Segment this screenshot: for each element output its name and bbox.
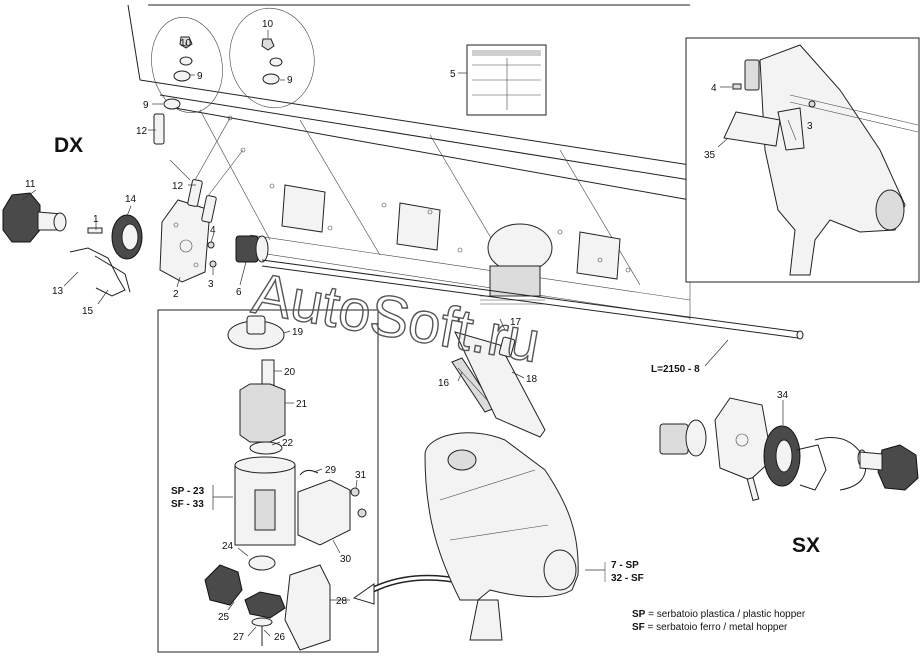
callout-9-left: 9 — [143, 100, 149, 111]
callout-9-right: 9 — [287, 75, 293, 86]
callout-12-upper: 12 — [136, 126, 148, 137]
legend-sp-key: SP — [632, 609, 646, 620]
gearbox-housing — [424, 432, 606, 641]
callout-18: 18 — [526, 374, 538, 385]
legend-sf-key: SF — [632, 622, 645, 633]
callout-3-inset: 3 — [807, 121, 813, 132]
callout-29: 29 — [325, 465, 337, 476]
dx-drive-parts — [2, 115, 269, 297]
callout-19: 19 — [292, 327, 304, 338]
sx-drive-parts — [659, 397, 919, 502]
callout-1: 1 — [93, 214, 99, 225]
legend-metal-hopper: SF = serbatoio ferro / metal hopper — [632, 622, 788, 633]
callout-10-left: 10 — [180, 38, 192, 49]
callout-21: 21 — [296, 399, 308, 410]
agitator-shaft — [261, 259, 804, 367]
callout-22: 22 — [282, 438, 294, 449]
callout-5: 5 — [450, 69, 456, 80]
spreader-frame — [127, 4, 691, 320]
callout-25: 25 — [218, 612, 230, 623]
callout-11: 11 — [25, 179, 36, 190]
side-label-dx: DX — [54, 134, 83, 157]
legend-sp-text: = serbatoio plastica / plastic hopper — [645, 609, 805, 620]
assembly-arrow — [352, 574, 466, 605]
legend-sf-text: = serbatoio ferro / metal hopper — [645, 622, 788, 633]
callout-6: 6 — [236, 287, 242, 298]
label-sp-23: SP - 23 — [171, 486, 205, 497]
decal-panel — [466, 44, 547, 116]
label-sf-33: SF - 33 — [171, 499, 204, 510]
callout-31: 31 — [355, 470, 367, 481]
gearbox-exploded-box — [157, 309, 379, 653]
callout-30: 30 — [340, 554, 352, 565]
legend: SP = serbatoio plastica / plastic hopper… — [632, 609, 806, 633]
callout-9-mid: 9 — [197, 71, 203, 82]
callout-28: 28 — [336, 596, 348, 607]
callout-14: 14 — [125, 194, 137, 205]
callout-16: 16 — [438, 378, 450, 389]
side-label-sx: SX — [792, 534, 820, 557]
callout-35: 35 — [704, 150, 716, 161]
callout-20: 20 — [284, 367, 296, 378]
label-32-sf: 32 - SF — [611, 573, 644, 584]
callout-26: 26 — [274, 632, 286, 643]
callout-10-right: 10 — [262, 19, 274, 30]
callout-12-lower: 12 — [172, 181, 184, 192]
callout-4: 4 — [210, 225, 216, 236]
callout-24: 24 — [222, 541, 234, 552]
top-fastener-groups — [151, 7, 315, 145]
label-7-sp: 7 - SP — [611, 560, 639, 571]
callout-34: 34 — [777, 390, 789, 401]
callout-leaders — [21, 30, 784, 637]
legend-plastic-hopper: SP = serbatoio plastica / plastic hopper — [632, 609, 806, 620]
callout-27: 27 — [233, 632, 245, 643]
detail-inset — [685, 37, 920, 283]
callout-2: 2 — [173, 289, 179, 300]
callout-17: 17 — [510, 317, 522, 328]
callout-15: 15 — [82, 306, 94, 317]
callout-numbers: 11 14 1 13 15 2 3 6 4 12 12 9 9 10 10 9 … — [25, 19, 813, 643]
shaft-length-label: L=2150 - 8 — [651, 364, 700, 375]
scraper-parts — [451, 331, 546, 438]
callout-4-inset: 4 — [711, 83, 717, 94]
callout-13: 13 — [52, 286, 64, 297]
callout-3: 3 — [208, 279, 214, 290]
hopper-variant-labels: SP - 23 SF - 33 7 - SP 32 - SF L=2150 - … — [171, 364, 700, 584]
